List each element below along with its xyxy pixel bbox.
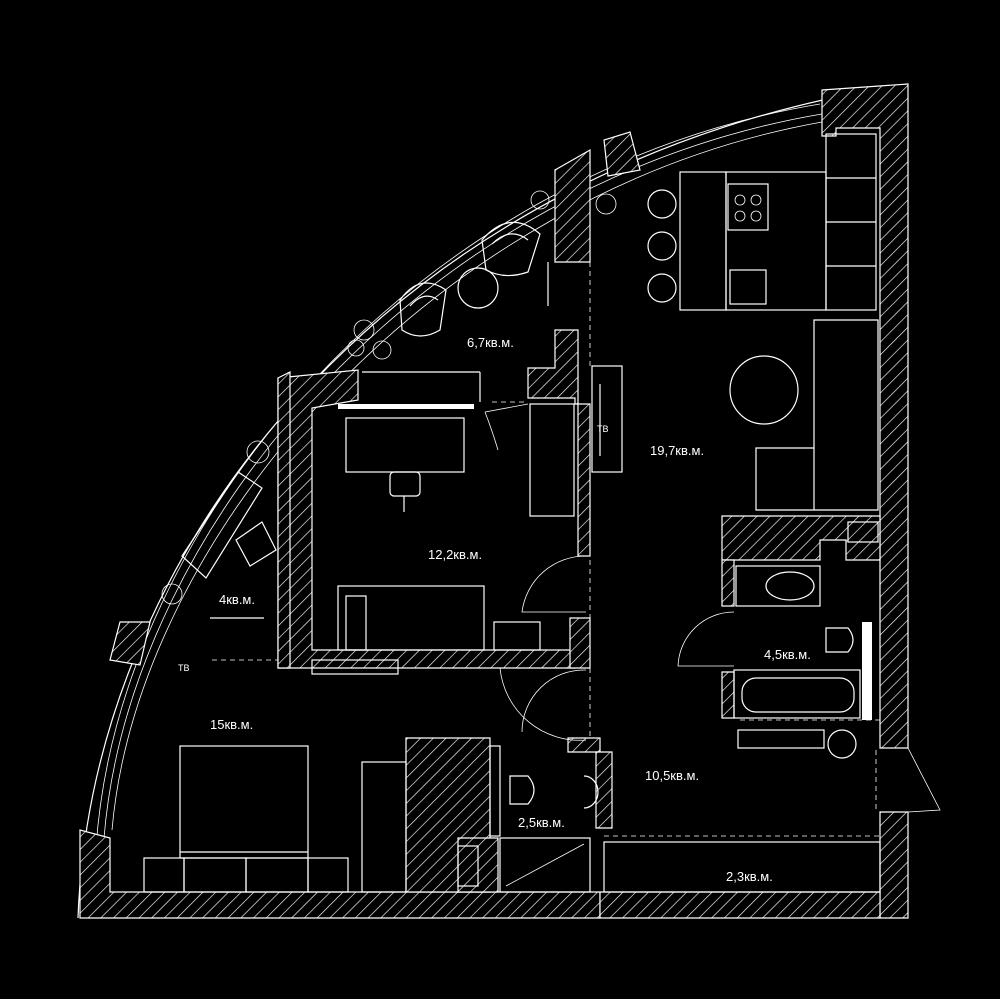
inner-walls — [277, 329, 881, 893]
area-label-study: 12,2кв.м. — [428, 547, 482, 562]
tv-label-bedroom: ТВ — [178, 663, 190, 673]
study-furniture — [311, 371, 587, 733]
bathroom-fixtures — [677, 521, 879, 759]
kitchen-furniture — [591, 133, 879, 511]
area-label-wc: 2,5кв.м. — [518, 815, 565, 830]
outer-walls — [77, 83, 909, 919]
wc-fixtures — [457, 745, 599, 893]
area-label-living-kitchen: 19,7кв.м. — [650, 443, 704, 458]
area-label-loggia-top: 6,7кв.м. — [467, 335, 514, 350]
area-label-bedroom: 15кв.м. — [210, 717, 253, 732]
tv-label-living: ТВ — [597, 424, 609, 434]
storage-slats — [603, 841, 881, 893]
entrance-door — [907, 747, 941, 813]
loggia-top-furniture — [161, 190, 617, 605]
loggia-left-furniture — [181, 471, 277, 619]
area-label-loggia-left: 4кв.м. — [219, 592, 255, 607]
area-label-hall: 10,5кв.м. — [645, 768, 699, 783]
area-label-bathroom: 4,5кв.м. — [764, 647, 811, 662]
dashed-divisions — [212, 262, 880, 837]
bedroom-furniture — [143, 667, 587, 893]
area-label-storage: 2,3кв.м. — [726, 869, 773, 884]
plant-icon — [161, 190, 617, 605]
